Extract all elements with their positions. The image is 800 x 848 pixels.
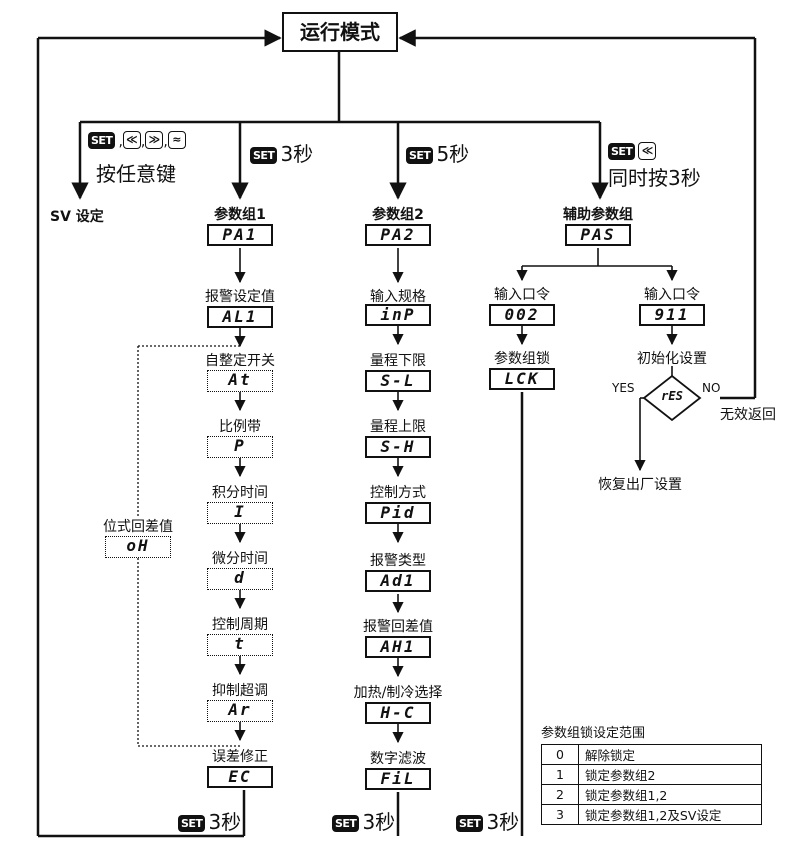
param-display: S-L [365, 370, 431, 392]
key-separator: , [140, 134, 146, 150]
table-cell: 锁定参数组1,2及SV设定 [578, 804, 762, 825]
lock-display: LCK [489, 368, 555, 390]
pa2-hold-time: 5秒 [436, 142, 470, 166]
param-label: 抑制超调 [212, 683, 268, 699]
yes-label: YES [612, 381, 635, 395]
param-display: AH1 [365, 636, 431, 658]
pas-hold-label: 同时按3秒 [608, 166, 701, 190]
aux-group-code-display: PAS [565, 224, 631, 246]
param-label: 报警类型 [370, 553, 426, 569]
mode-title: 运行模式 [282, 12, 398, 52]
sv-key-combo: SET,≪,≫,≈ [88, 131, 186, 150]
table-cell: 0 [541, 744, 579, 765]
param-label: 自整定开关 [205, 353, 275, 369]
left-key-icon: ≪ [638, 142, 657, 160]
pa1-hold-time: 3秒 [280, 142, 314, 166]
table-cell: 1 [541, 764, 579, 785]
param-display: t [207, 634, 273, 656]
aux-password-display: 002 [489, 304, 555, 326]
side-param-label: 位式回差值 [101, 516, 175, 536]
param-label: 微分时间 [212, 551, 268, 567]
param-display: P [207, 436, 273, 458]
param-display: H-C [365, 702, 431, 724]
lock-table-title: 参数组锁设定范围 [541, 726, 646, 741]
set-key-icon: SET [250, 147, 278, 164]
aux-password-display: 911 [639, 304, 705, 326]
table-cell: 解除锁定 [578, 744, 762, 765]
param-label: 控制周期 [212, 617, 268, 633]
table-cell: 2 [541, 784, 579, 805]
param-label: 量程下限 [370, 353, 426, 369]
group1-title: 参数组1 [214, 207, 266, 223]
table-cell: 锁定参数组2 [578, 764, 762, 785]
yes-result-label: 恢复出厂设置 [598, 477, 682, 493]
table-cell: 3 [541, 804, 579, 825]
param-display: S-H [365, 436, 431, 458]
set-key-icon: SET [406, 147, 434, 164]
param-label: 比例带 [219, 419, 261, 435]
lock-label: 参数组锁 [494, 351, 550, 367]
set-key-icon: SET [178, 815, 206, 832]
aux-password-label: 输入口令 [644, 287, 700, 303]
no-label: NO [702, 381, 721, 395]
param-display: FiL [365, 768, 431, 790]
down-key-icon: ≫ [145, 131, 164, 149]
side-param-display: oH [105, 536, 171, 558]
pas-key-label: SET≪ [608, 138, 657, 162]
param-label: 误差修正 [212, 749, 268, 765]
up-key-icon: ≈ [167, 131, 186, 149]
decision-code: rES [661, 389, 683, 403]
param-label: 报警回差值 [363, 619, 433, 635]
param-label: 量程上限 [370, 419, 426, 435]
left-key-icon: ≪ [122, 131, 141, 149]
group1-code-display: PA1 [207, 224, 273, 246]
group2-code-display: PA2 [365, 224, 431, 246]
return-hold: 3秒 [486, 810, 520, 834]
set-key-icon: SET [608, 143, 636, 160]
return-hold: 3秒 [362, 810, 396, 834]
param-label: 报警设定值 [205, 289, 275, 305]
param-display: EC [207, 766, 273, 788]
sv-action-label: 按任意键 [96, 162, 176, 186]
set-key-icon: SET [332, 815, 360, 832]
param-display: AL1 [207, 306, 273, 328]
table-cell: 锁定参数组1,2 [578, 784, 762, 805]
key-separator: , [118, 134, 123, 150]
set-key-icon: SET [456, 815, 484, 832]
param-display: Ar [207, 700, 273, 722]
aux-group-title: 辅助参数组 [563, 207, 633, 223]
param-label: 积分时间 [212, 485, 268, 501]
sv-setting-label: SV 设定 [50, 209, 104, 225]
param-label: 输入规格 [370, 289, 426, 305]
group2-title: 参数组2 [372, 207, 424, 223]
param-label: 数字滤波 [370, 751, 426, 767]
param-display: Pid [365, 502, 431, 524]
key-separator: , [163, 134, 168, 150]
aux-password-label: 输入口令 [494, 287, 550, 303]
init-label: 初始化设置 [637, 351, 707, 367]
param-display: At [207, 370, 273, 392]
no-result-label: 无效返回 [720, 407, 776, 423]
return-hold: 3秒 [208, 810, 242, 834]
param-label: 加热/制冷选择 [353, 685, 443, 701]
set-key-icon: SET [88, 132, 116, 149]
param-display: I [207, 502, 273, 524]
param-display: Ad1 [365, 570, 431, 592]
param-display: d [207, 568, 273, 590]
param-label: 控制方式 [370, 485, 426, 501]
param-display: inP [365, 304, 431, 326]
